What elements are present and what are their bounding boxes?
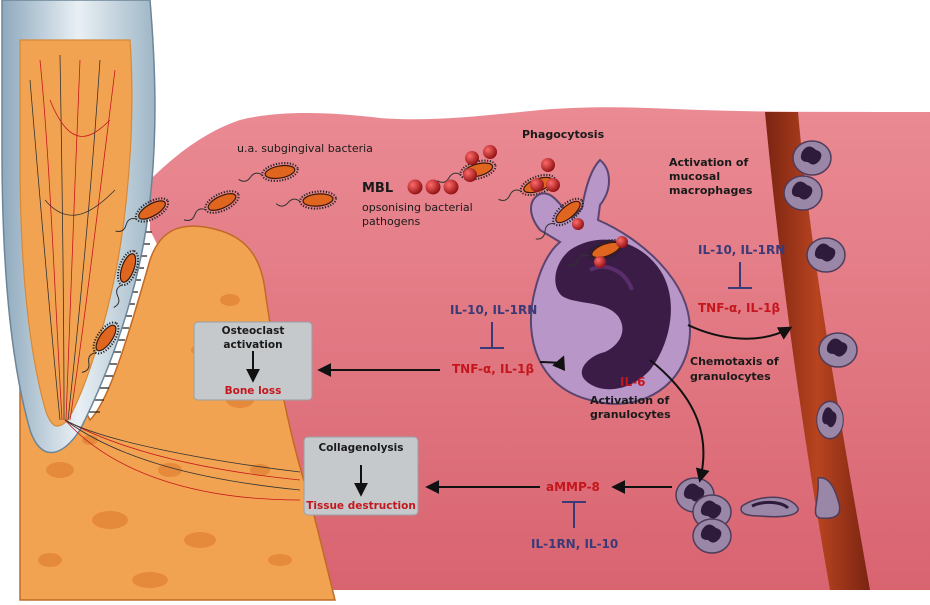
- box-osteoclast-line-1: Osteoclast: [222, 325, 285, 337]
- label-bacteria: u.a. subgingival bacteria: [237, 142, 373, 155]
- blood-vessel: [765, 112, 870, 590]
- pulp-nerves: [29, 54, 301, 501]
- phagocytosed-bacteria: [529, 192, 628, 274]
- label-chemotaxis-1: Chemotaxis of: [690, 355, 779, 368]
- label-right-cytokines: TNF-α, IL-1β: [698, 301, 780, 315]
- label-bottom-inhibitors: IL-1RN, IL-10: [531, 537, 618, 551]
- vessel-granulocytes: [783, 140, 858, 520]
- tissue-granulocytes: [675, 477, 799, 554]
- label-left-cytokines: TNF-α, IL-1β: [452, 362, 534, 376]
- label-mbl: MBL: [362, 181, 393, 196]
- label-right-inhibitors: IL-10, IL-1RN: [698, 243, 785, 257]
- label-gran-activation-1: Activation of: [590, 394, 669, 407]
- label-mbl-desc-2: pathogens: [362, 215, 420, 228]
- label-mbl-desc-1: opsonising bacterial: [362, 201, 473, 214]
- mbl-molecules: [407, 145, 560, 195]
- box-osteoclast-line-2: activation: [223, 339, 282, 351]
- label-macro-1: Activation of: [669, 156, 748, 169]
- label-macro-3: macrophages: [669, 184, 753, 197]
- label-phagocytosis: Phagocytosis: [522, 128, 605, 141]
- box-collagenolysis: Collagenolysis: [318, 442, 403, 454]
- inhibition-markers: [480, 262, 752, 528]
- tooth-dentin: [19, 39, 133, 427]
- box-tissue-destruction: Tissue destruction: [306, 500, 416, 512]
- label-macro-2: mucosal: [669, 170, 720, 183]
- label-ammp8: aMMP-8: [546, 480, 600, 494]
- label-chemotaxis-2: granulocytes: [690, 370, 771, 383]
- arrows: [246, 324, 793, 497]
- box-bone-loss: Bone loss: [225, 385, 282, 397]
- label-il6: IL-6: [620, 375, 645, 389]
- label-left-inhibitors: IL-10, IL-1RN: [450, 303, 537, 317]
- label-gran-activation-2: granulocytes: [590, 408, 671, 421]
- macrophage-cell: [529, 158, 692, 405]
